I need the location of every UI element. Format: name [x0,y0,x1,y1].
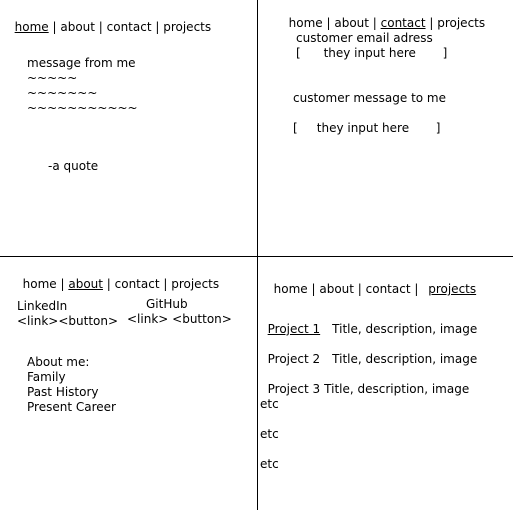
nav-separator: | [322,16,335,30]
github-buttons[interactable]: <link> <button> [127,312,232,326]
vertical-divider [257,0,258,510]
nav-separator: | [159,277,172,291]
about-me-item: Present Career [27,400,116,414]
nav-contact-link[interactable]: contact [114,277,160,291]
etc-item: etc [260,397,279,411]
nav-contact-link[interactable]: contact [380,16,426,30]
project-row: Project 1 Title, description, image [260,307,478,337]
nav-home-link[interactable]: home [288,16,323,30]
about-panel-nav: home | about | contact | projects [15,262,219,292]
home-panel-nav: home | about | contact | projects [7,5,211,35]
about-me-item: Past History [27,385,99,399]
nav-separator: | [102,277,115,291]
email-label: customer email adress [296,31,433,45]
message-label: customer message to me [293,91,446,105]
github-title: GitHub [146,297,188,311]
nav-about-link[interactable]: about [60,20,95,34]
project-details: Title, description, image [332,322,478,336]
project-details: Title, description, image [332,352,478,366]
nav-contact-link[interactable]: contact [365,282,411,296]
nav-projects-link[interactable]: projects [163,20,212,34]
nav-projects-link[interactable]: projects [437,16,486,30]
about-me-heading: About me: [27,355,90,369]
message-heading: message from me [27,56,136,70]
nav-separator: | [368,16,381,30]
linkedin-title: LinkedIn [17,299,68,313]
contact-panel-nav: home | about | contact | projects [281,1,485,31]
quote-text: -a quote [48,159,99,173]
projects-panel-nav: home | about | contact | projects [266,267,476,297]
nav-home-link[interactable]: home [273,282,308,296]
nav-separator: | [425,16,438,30]
project-name: Project 2 [267,352,321,366]
about-me-item: Family [27,370,66,384]
nav-projects-link[interactable]: projects [171,277,220,291]
nav-separator: | [151,20,164,34]
project-details: Title, description, image [324,382,470,396]
nav-about-link[interactable]: about [334,16,369,30]
nav-separator: | [410,282,423,296]
project-name: Project 3 [267,382,321,396]
nav-separator: | [353,282,366,296]
nav-about-link[interactable]: about [68,277,103,291]
email-input[interactable]: [ they input here ] [296,46,448,60]
nav-projects-link[interactable]: projects [428,282,477,296]
squiggle-line: ~~~~~ [27,71,78,85]
project-row: Project 2 Title, description, image [260,337,478,367]
squiggle-line: ~~~~~~~~~~~ [27,101,138,115]
etc-item: etc [260,427,279,441]
nav-separator: | [94,20,107,34]
nav-separator: | [48,20,61,34]
etc-item: etc [260,457,279,471]
nav-about-link[interactable]: about [319,282,354,296]
nav-separator: | [56,277,69,291]
squiggle-line: ~~~~~~~ [27,86,98,100]
project-name[interactable]: Project 1 [267,322,321,336]
message-input[interactable]: [ they input here ] [293,121,441,135]
nav-separator: | [307,282,320,296]
horizontal-divider [0,256,513,257]
nav-contact-link[interactable]: contact [106,20,152,34]
nav-home-link[interactable]: home [14,20,49,34]
linkedin-buttons[interactable]: <link><button> [17,314,119,328]
nav-home-link[interactable]: home [22,277,57,291]
